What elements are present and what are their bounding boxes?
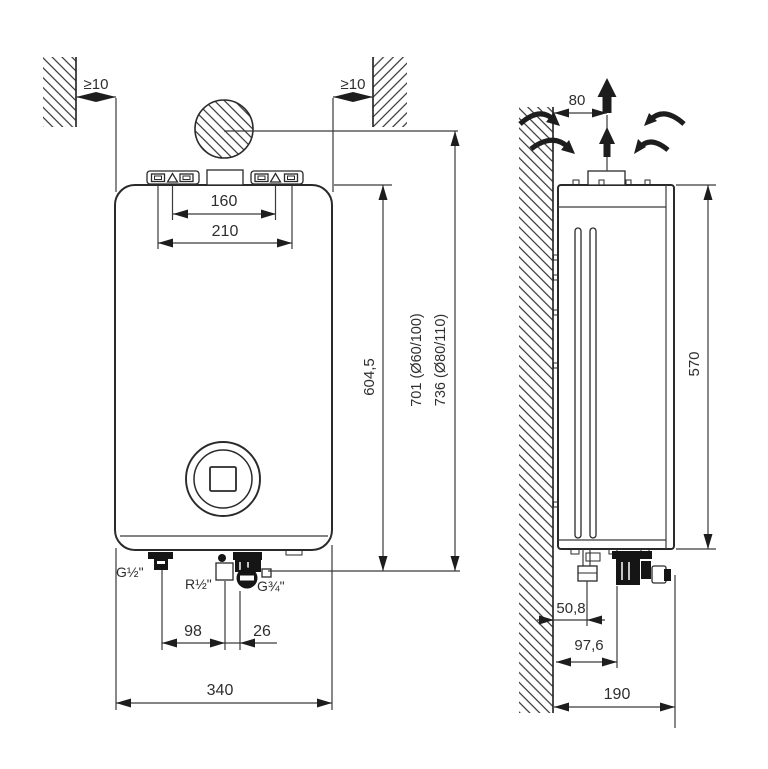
flue-collar-side [587, 170, 626, 186]
dim-97-6: 97,6 [556, 586, 618, 668]
wall-left [43, 57, 77, 127]
dim-label-604-5: 604,5 [361, 358, 378, 396]
dim-label-80: 80 [569, 92, 586, 109]
control-knob [185, 441, 261, 517]
dim-label-clearance-right: ≥10 [341, 76, 366, 93]
dim-label-736: 736 (Ø80/110) [433, 314, 449, 406]
dim-label-97-6: 97,6 [574, 637, 603, 654]
dim-50-8: 50,8 [537, 581, 605, 626]
mounting-bracket-left [146, 170, 200, 185]
arrowhead-left [76, 92, 96, 102]
dim-570: 570 [676, 184, 716, 550]
dim-210: 210 [157, 186, 293, 249]
dim-label-190: 190 [604, 686, 631, 703]
wall-right [372, 57, 407, 127]
side-view: 80 570 [518, 78, 716, 728]
dim-604-5: 604,5 [334, 184, 392, 571]
dim-label-340: 340 [207, 682, 234, 699]
label-g34: G¾" [257, 578, 285, 594]
dim-label-98: 98 [184, 623, 202, 640]
bottom-tab [285, 549, 303, 556]
front-view: ≥10 ≥10 [43, 57, 460, 710]
dim-clearance-right: ≥10 [332, 76, 373, 192]
dim-label-210: 210 [212, 223, 239, 240]
arrowhead-right [96, 92, 116, 102]
label-g12: G½" [116, 564, 144, 580]
connection-g34-valve [233, 552, 272, 589]
dim-label-570: 570 [686, 351, 703, 376]
dim-label-26: 26 [253, 623, 271, 640]
exhaust-flow-arrows [597, 78, 617, 171]
dim-label-160: 160 [211, 193, 238, 210]
connection-r12 [215, 562, 234, 581]
dim-340: 340 [115, 545, 333, 710]
wall-left-hatch [43, 57, 76, 127]
label-r12: R½" [185, 576, 212, 592]
dim-80: 80 [554, 92, 607, 118]
vent-slot-1 [574, 227, 582, 539]
vent-slot-2 [589, 227, 597, 539]
dim-clearance-left: ≥10 [76, 76, 117, 192]
wall-side [519, 107, 554, 713]
dim-190: 190 [554, 575, 676, 728]
air-intake-arrows [518, 111, 686, 154]
flue-collar-front [206, 169, 244, 186]
wall-right-hatch [373, 57, 407, 127]
dim-label-50-8: 50,8 [556, 600, 585, 617]
arrowhead-left [333, 92, 353, 102]
wall-mount-ticks [553, 254, 559, 508]
side-bottom-fittings [577, 549, 671, 585]
dim-label-clearance-left: ≥10 [84, 76, 109, 93]
connection-g12 [148, 552, 173, 570]
top-tabs [572, 179, 651, 186]
mounting-bracket-right [250, 170, 304, 185]
dim-160: 160 [171, 186, 277, 220]
exhaust-arrow-up-large [597, 78, 617, 97]
connection-dot [218, 554, 226, 562]
dim-701-736: 701 (Ø60/100) 736 (Ø80/110) [409, 131, 460, 571]
exhaust-arrow-up-small [599, 127, 615, 144]
flue-pipe-circle [194, 99, 254, 159]
dim-label-701: 701 (Ø60/100) [409, 313, 425, 407]
arrowhead-right [353, 92, 373, 102]
dim-98-26: 98 26 [161, 570, 277, 650]
wall-side-hatch [519, 107, 553, 713]
knob-display [209, 466, 237, 492]
